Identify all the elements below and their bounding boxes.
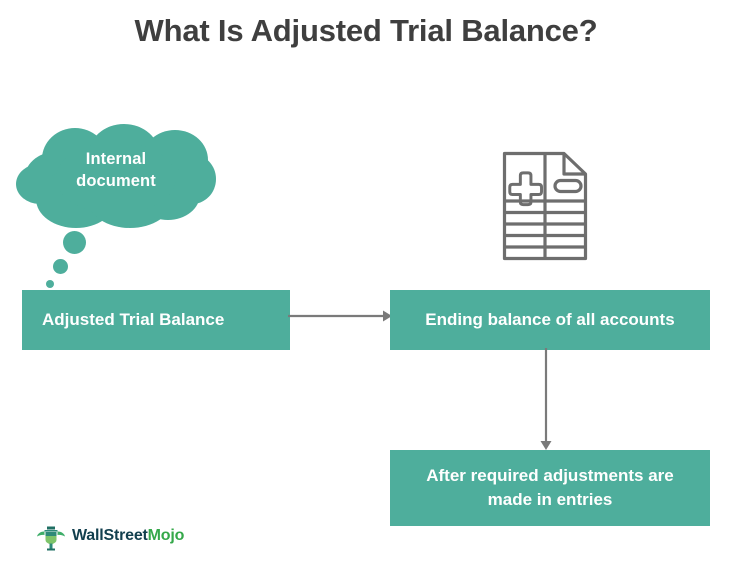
- wallstreetmojo-figure-icon: [37, 526, 65, 551]
- thought-trail-bubble-large: [63, 231, 86, 254]
- flow-box-ending-balance: Ending balance of all accounts: [390, 290, 710, 350]
- thought-trail-bubble-medium: [53, 259, 68, 274]
- brand-name-part-2: Mojo: [147, 527, 185, 544]
- thought-cloud-label-line-2: document: [76, 172, 156, 190]
- connector-arrow-down: [540, 348, 552, 450]
- thought-cloud: Internal document: [16, 124, 216, 230]
- flow-box-adjusted-trial-balance-label: Adjusted Trial Balance: [42, 310, 225, 329]
- flow-box-after-adjustments: After required adjustments are made in e…: [390, 450, 710, 526]
- page-title: What Is Adjusted Trial Balance?: [134, 13, 598, 48]
- thought-cloud-label: Internal document: [16, 148, 216, 192]
- brand-logo: WallStreetMojo: [36, 521, 184, 551]
- ledger-document-icon: [502, 151, 588, 261]
- flow-box-adjusted-trial-balance: Adjusted Trial Balance: [22, 290, 290, 350]
- cloud-puff: [56, 142, 176, 214]
- flow-box-after-adjustments-label: After required adjustments are made in e…: [426, 466, 674, 509]
- brand-name-part-1: WallStreet: [72, 527, 148, 544]
- connector-arrow-right: [288, 310, 392, 322]
- thought-cloud-label-line-1: Internal: [85, 150, 147, 168]
- flow-box-ending-balance-label: Ending balance of all accounts: [425, 310, 675, 329]
- thought-trail-bubble-small: [46, 280, 54, 288]
- brand-logo-text: WallStreetMojo: [72, 527, 184, 545]
